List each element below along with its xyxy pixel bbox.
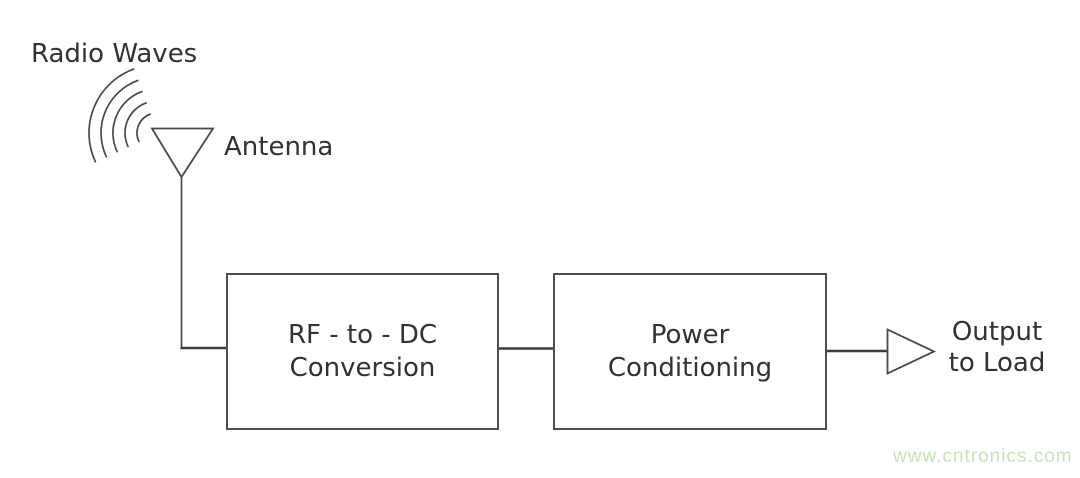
watermark: www.cntronics.com xyxy=(893,446,1073,467)
antenna-label: Antenna xyxy=(224,132,334,162)
block-power-line2: Conditioning xyxy=(607,352,773,383)
output-label-line1: Output xyxy=(951,317,1043,347)
output-label-line2: to Load xyxy=(948,348,1046,378)
antenna-icon xyxy=(150,127,227,350)
block-power-conditioning: Power Conditioning xyxy=(553,273,827,430)
block-rf-line1: RF - to - DC xyxy=(287,319,438,350)
block-rf-to-dc-conversion: RF - to - DC Conversion xyxy=(226,273,499,430)
block-rf-line2: Conversion xyxy=(289,352,436,383)
block-power-line1: Power xyxy=(650,319,730,350)
output-arrow-icon xyxy=(886,328,937,375)
radio-waves-icon xyxy=(88,68,152,163)
radio-waves-label: Radio Waves xyxy=(31,39,198,69)
output-to-load-label: Output to Load xyxy=(939,317,1055,379)
